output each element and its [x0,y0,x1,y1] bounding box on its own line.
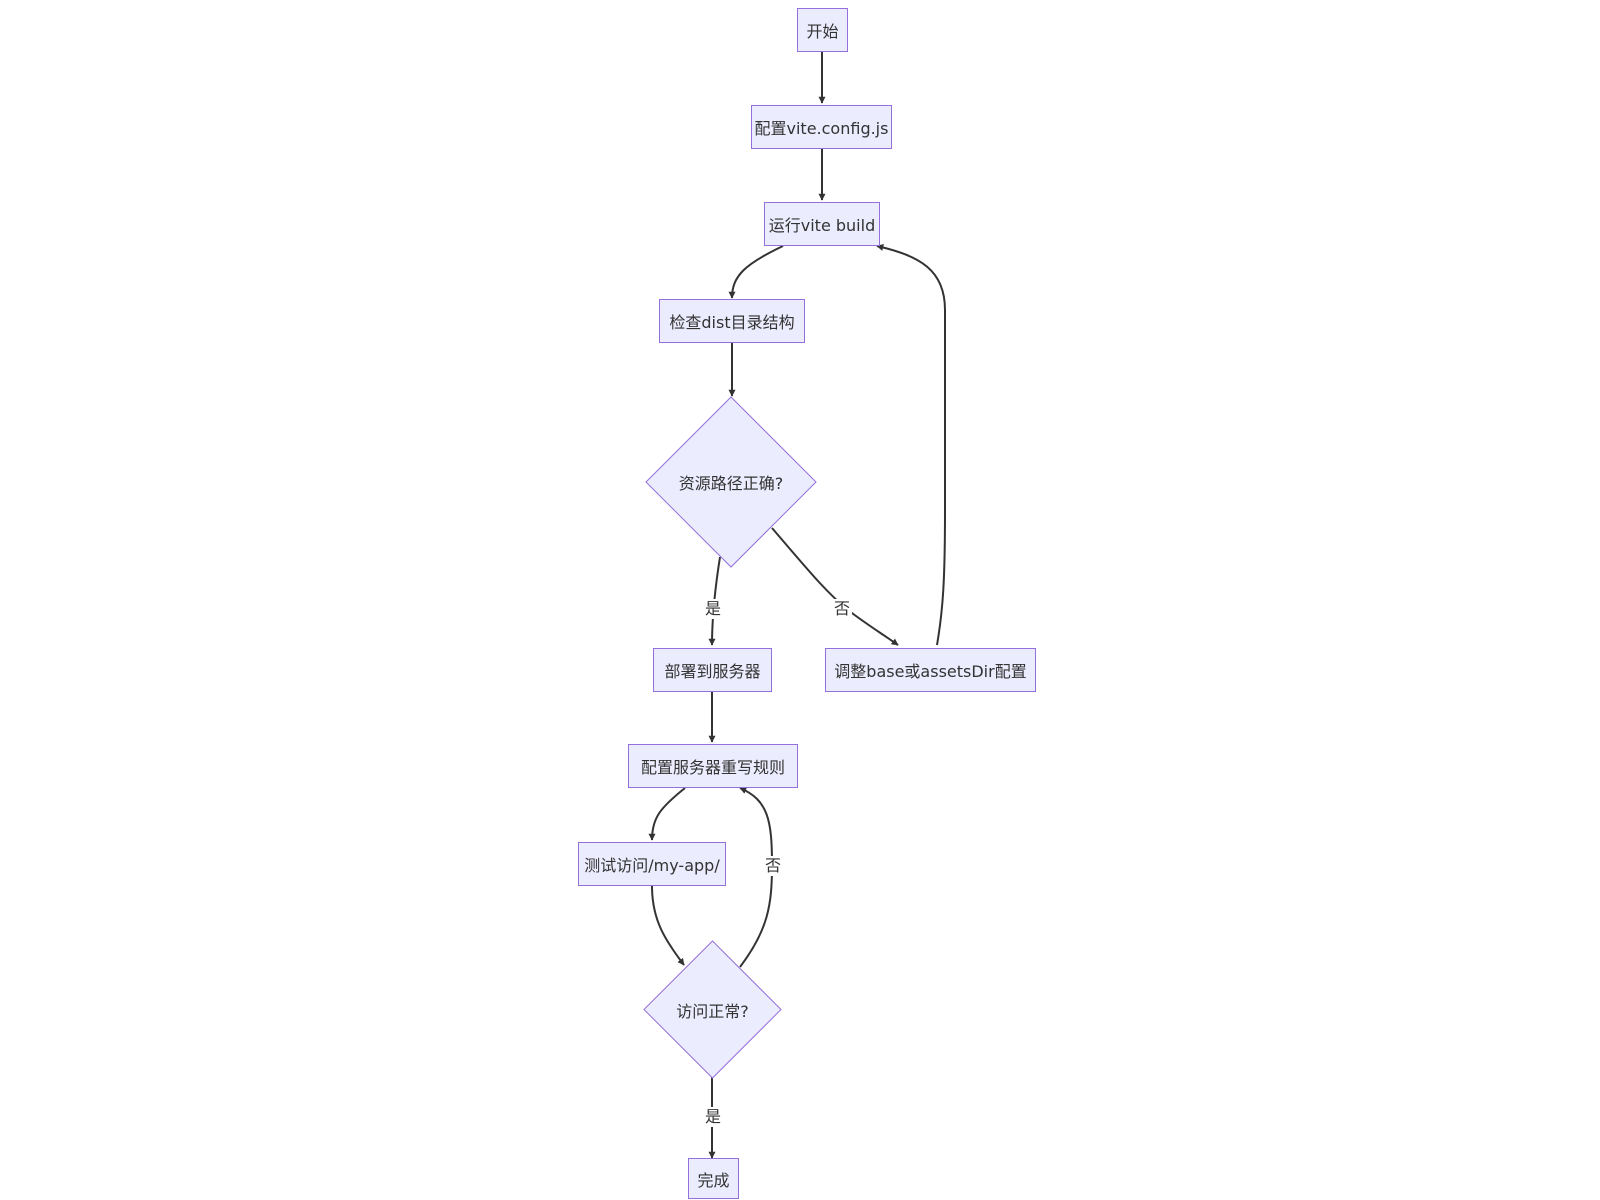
node-done: 完成 [688,1158,739,1199]
decision-access-ok-label: 访问正常? [676,1001,749,1021]
edge-label-access-no: 否 [762,856,784,876]
edge-adjust-to-build [876,244,946,646]
decision-path-correct-diamond [645,396,817,568]
node-test-access: 测试访问/my-app/ [578,842,726,886]
decision-path-correct-label: 资源路径正确? [678,474,784,493]
node-deploy: 部署到服务器 [653,648,772,692]
edge-label-path-no: 否 [831,599,853,619]
node-rewrite-rules: 配置服务器重写规则 [628,744,798,788]
node-adjust-base: 调整base或assetsDir配置 [825,648,1036,692]
edge-rewrite-to-test [648,787,686,841]
node-run-build: 运行vite build [764,202,880,246]
node-config-vite: 配置vite.config.js [751,105,892,149]
edge-test-to-access-decision [651,885,685,966]
edge-label-path-yes: 是 [702,599,724,619]
node-check-dist: 检查dist目录结构 [659,299,805,343]
edge-label-access-yes: 是 [702,1107,724,1127]
edge-build-to-check [728,245,784,299]
node-start: 开始 [797,8,848,52]
decision-access-ok-diamond [643,940,782,1079]
